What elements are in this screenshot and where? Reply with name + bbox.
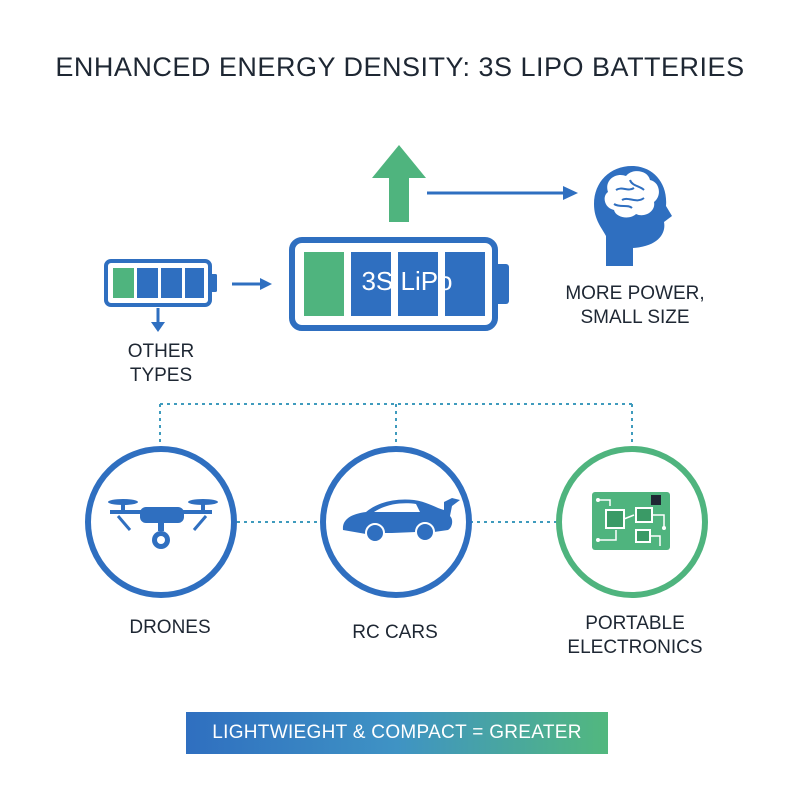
portable-electronics-label: PORTABLE ELECTRONICS	[567, 613, 703, 658]
down-arrow-icon	[151, 308, 165, 332]
drones-label: DRONES	[129, 617, 211, 638]
battery-label: 3S LiPo	[361, 266, 453, 296]
right-arrow-icon	[232, 278, 272, 290]
drone-icon	[85, 446, 237, 598]
mobility-banner: LIGHTWIEGHT & COMPACT = GREATER MOBILITY	[186, 712, 608, 785]
up-arrow-icon	[372, 145, 426, 222]
small-battery-icon	[104, 259, 217, 307]
result-label: MORE POWER, SMALL SIZE	[565, 283, 705, 328]
rc-cars-label: RC CARS	[352, 622, 438, 643]
dotted-connectors	[159, 403, 633, 523]
sports-car-icon	[320, 446, 472, 598]
circuit-board-icon	[556, 446, 708, 598]
other-types-label: OTHER TYPES	[127, 341, 195, 386]
lipo-battery-icon	[289, 237, 509, 331]
right-arrow-icon	[427, 186, 578, 200]
brain-head-icon	[594, 166, 672, 266]
page-title: ENHANCED ENERGY DENSITY: 3S LIPO BATTERI…	[55, 52, 745, 82]
